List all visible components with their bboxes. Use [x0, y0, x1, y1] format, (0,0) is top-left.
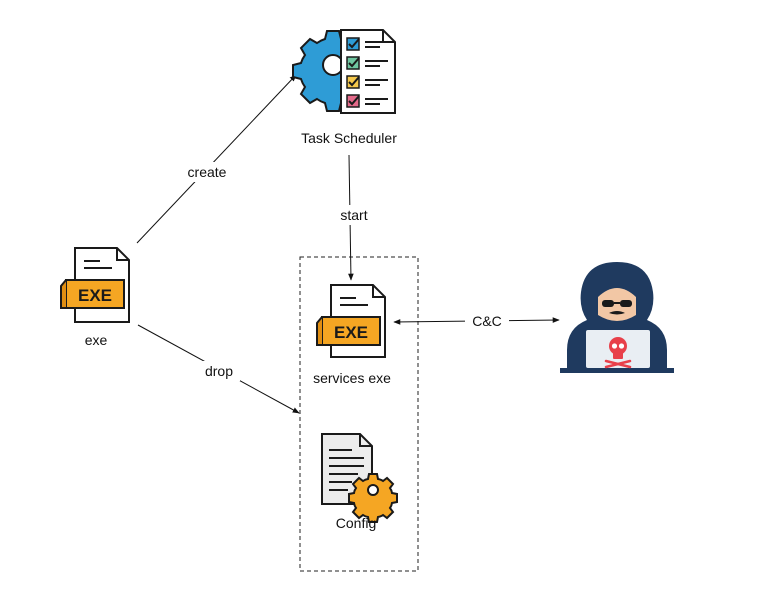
edge-start: start: [334, 154, 374, 281]
task-scheduler-checklist-gear-icon: [292, 29, 396, 114]
edge-drop: drop: [137, 324, 300, 414]
edge-cnc: C&C: [393, 312, 560, 330]
exe-label: exe: [85, 332, 108, 348]
config-label: Config: [336, 515, 376, 531]
exe-file-icon: EXE: [60, 247, 130, 323]
services-exe-label: services exe: [313, 370, 391, 386]
task-scheduler-label: Task Scheduler: [301, 130, 397, 146]
edge-drop-label: drop: [205, 363, 233, 379]
services-group-box: [299, 256, 419, 572]
edge-cnc-label: C&C: [472, 313, 502, 329]
hooded-hacker-laptop-icon: [560, 262, 674, 373]
config-file-gear-icon: [321, 433, 398, 523]
services-exe-badge-text: EXE: [334, 323, 368, 342]
exe-file-icon: EXE: [316, 284, 386, 358]
edge-create-label: create: [188, 164, 227, 180]
edge-create: create: [136, 74, 297, 244]
edge-start-label: start: [340, 207, 367, 223]
exe-badge-text: EXE: [78, 286, 112, 305]
